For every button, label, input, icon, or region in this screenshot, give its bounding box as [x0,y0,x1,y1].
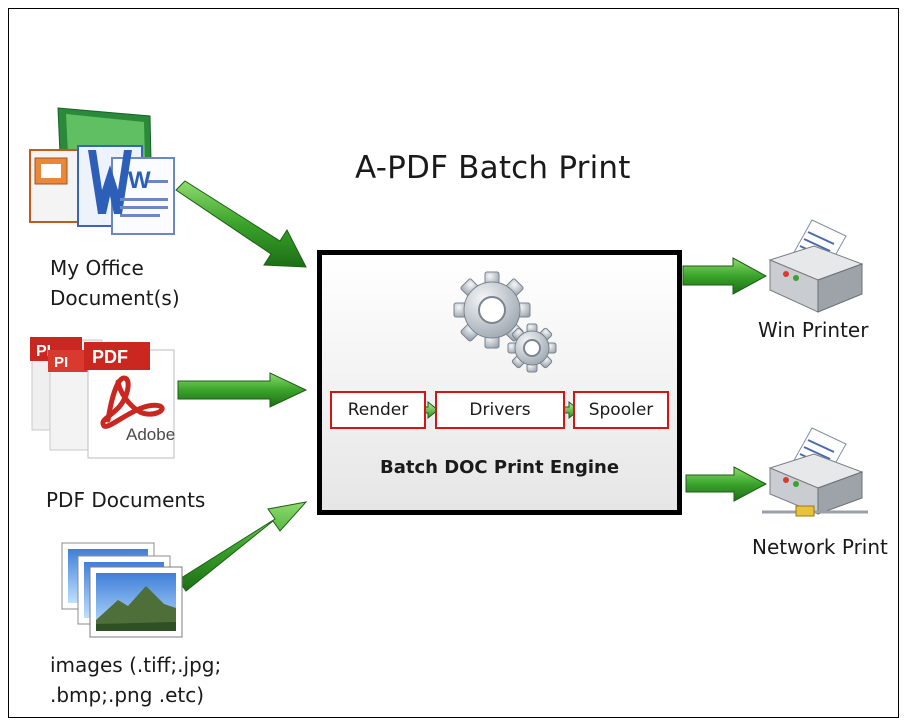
stage-spooler: Spooler [573,391,669,429]
svg-text:PI: PI [36,343,51,360]
office-label-line-1: My Office [50,256,144,280]
stage-drivers: Drivers [435,391,565,429]
arrow-images-to-engine [177,501,308,592]
print-engine-box: Render Drivers Spooler Batch DOC Print E… [317,250,682,515]
diagram-frame [8,8,899,718]
images-label-line-2: .bmp;.png .etc) [50,683,205,707]
pdf-badge-text: PDF [92,347,128,367]
office-label-line-2: Document(s) [50,286,180,310]
engine-name: Batch DOC Print Engine [379,457,620,478]
diagram-title: A-PDF Batch Print [355,150,631,186]
pdf-adobe-text: Adobe [126,425,175,444]
images-label-line-1: images (.tiff;.jpg; [50,653,222,677]
arrow-pdf-to-engine [177,372,308,408]
pdf-documents-label: PDF Documents [46,488,206,512]
arrow-office-to-engine [175,180,307,268]
svg-text:W: W [128,167,151,194]
stage-render: Render [330,391,426,429]
arrow-engine-to-win-printer [682,257,768,295]
images-label: images (.tiff;.jpg; .bmp;.png .etc) [50,650,221,710]
office-documents-label: My Office Document(s) [50,253,180,313]
svg-text:PI: PI [54,354,68,371]
arrow-engine-to-network-printer [685,466,768,502]
gears-icon [417,271,580,420]
network-printer-label: Network Print [752,535,888,559]
win-printer-label: Win Printer [758,318,869,342]
